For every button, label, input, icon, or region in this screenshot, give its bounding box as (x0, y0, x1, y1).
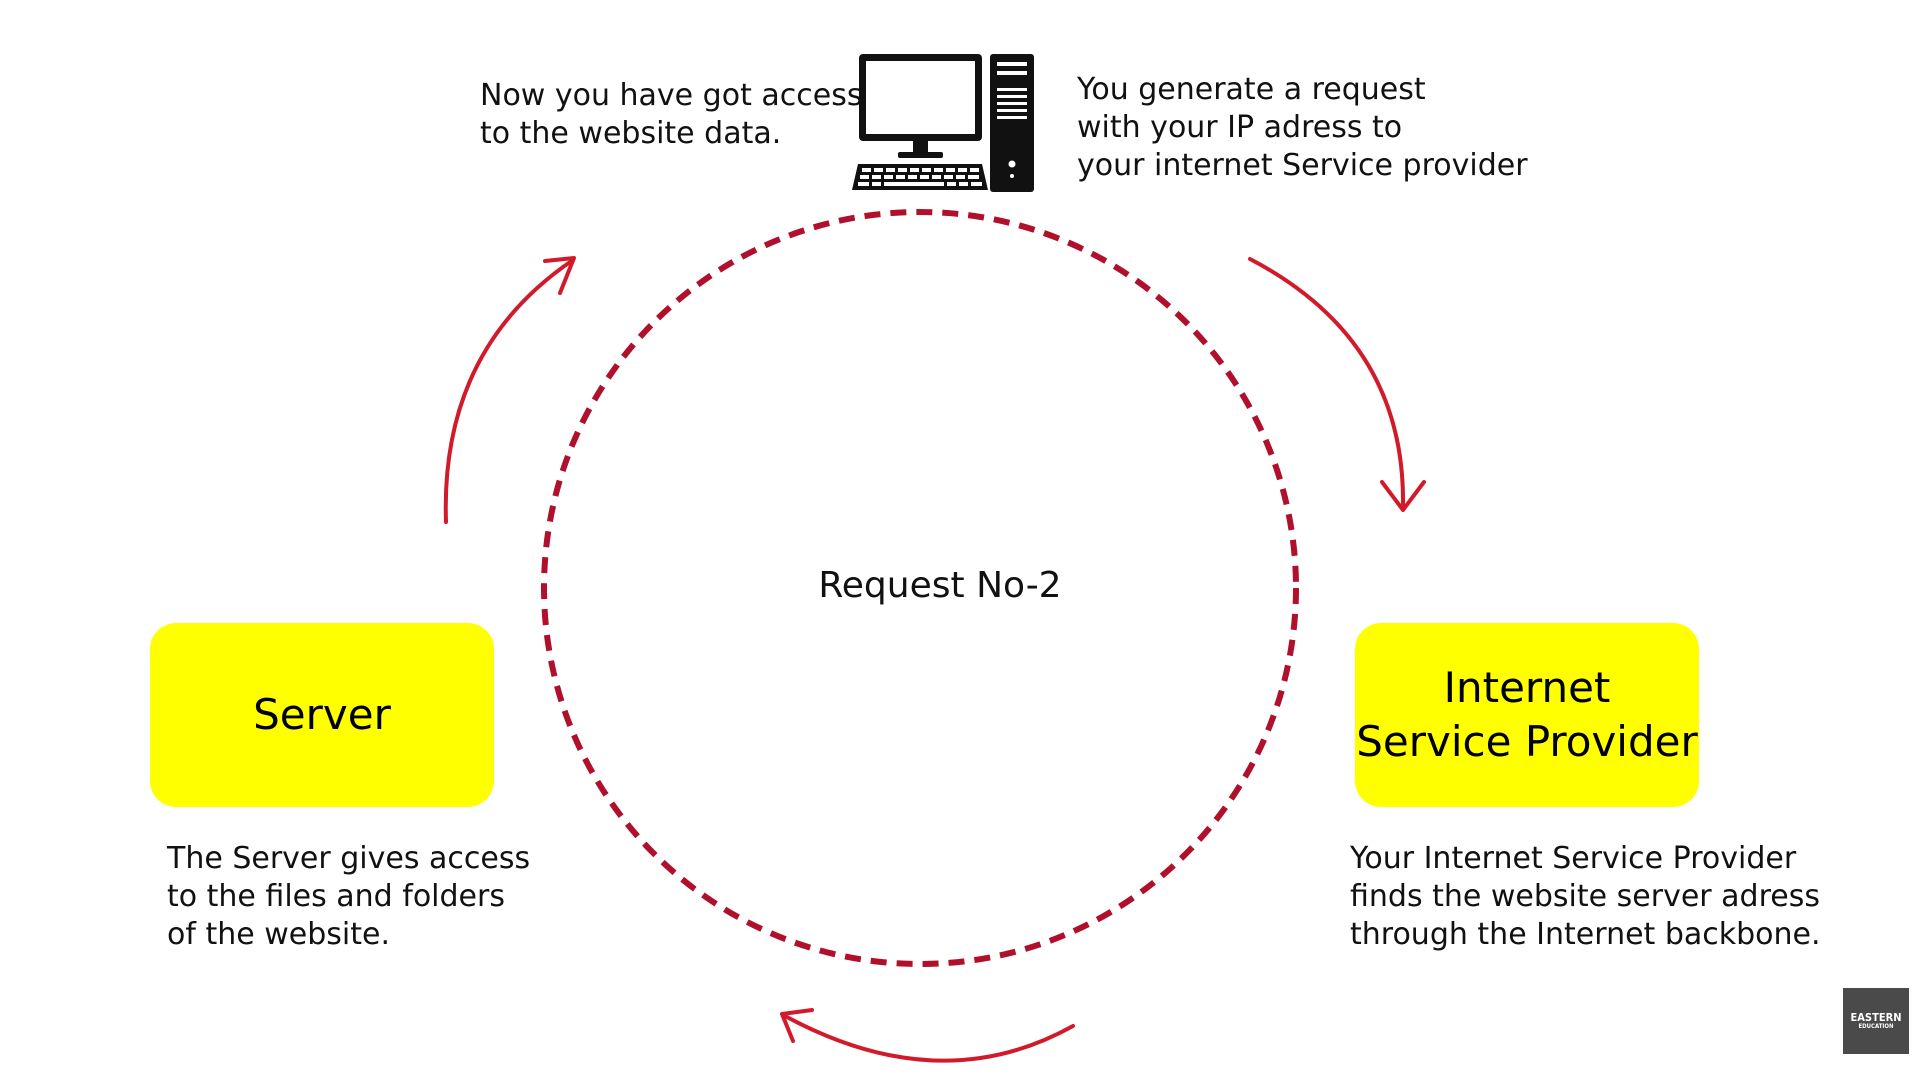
note-line: The Server gives access (167, 841, 531, 876)
note-line: to the files and folders (167, 879, 505, 914)
note-line: finds the website server adress (1350, 879, 1820, 914)
note-line: through the Internet backbone. (1350, 917, 1821, 952)
desktop-computer-icon (850, 52, 1036, 194)
note-isp-lookup: Your Internet Service Provider finds the… (1350, 840, 1821, 954)
server-node-label: Server (253, 688, 391, 742)
arrow-to-server (780, 1008, 1075, 1063)
request-cycle-circle (541, 209, 1299, 967)
note-line: Now you have got access (480, 78, 863, 113)
request-number-label: Request No-2 (818, 565, 1062, 606)
server-node: Server (150, 623, 494, 807)
isp-node-label: Internet Service Provider (1356, 661, 1698, 769)
note-server-access: The Server gives access to the files and… (167, 840, 530, 954)
note-line: You generate a request (1077, 72, 1426, 107)
arrow-to-isp (1248, 257, 1426, 512)
isp-node: Internet Service Provider (1355, 623, 1699, 807)
note-line: to the website data. (480, 116, 782, 151)
server-node-label-line: Server (253, 690, 391, 739)
isp-node-label-line: Internet (1443, 663, 1611, 712)
note-line: with your IP adress to (1077, 110, 1403, 145)
arrow-to-computer (443, 256, 576, 524)
note-generate-request: You generate a request with your IP adre… (1077, 71, 1528, 185)
logo-line-1: EASTERN (1850, 1011, 1902, 1024)
isp-node-label-line: Service Provider (1356, 717, 1698, 766)
logo: EASTERN EDUCATION (1843, 988, 1909, 1054)
logo-line-2: EDUCATION (1858, 1023, 1894, 1030)
note-website-data-access: Now you have got access to the website d… (480, 77, 862, 153)
note-line: your internet Service provider (1077, 148, 1528, 183)
note-line: Your Internet Service Provider (1350, 841, 1797, 876)
note-line: of the website. (167, 917, 390, 952)
